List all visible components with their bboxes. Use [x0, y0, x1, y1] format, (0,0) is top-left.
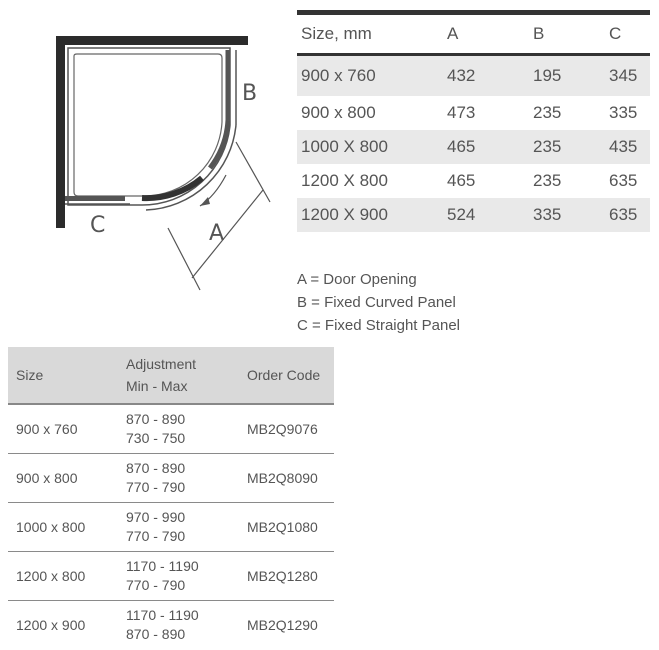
- cell-order-code: MB2Q1290: [247, 617, 318, 633]
- cell-adjustment: 870 - 890 730 - 750: [118, 404, 239, 454]
- label-b: B: [242, 81, 257, 106]
- adjustment-range-2: 870 - 890: [126, 626, 186, 642]
- table-row: 1200 X 900 524 335 635: [297, 198, 650, 232]
- cell-a: 465: [447, 137, 476, 156]
- header-order-code: Order Code: [239, 347, 334, 405]
- shower-tray-outline: [67, 47, 231, 206]
- cell-size: 1200 X 900: [301, 205, 388, 224]
- cell-size: 1000 x 800: [8, 502, 118, 552]
- shower-tray-inner: [73, 53, 223, 197]
- dimensions-header-row: Size, mm A B C: [297, 10, 650, 56]
- table-row: 1200 X 800 465 235 635: [297, 164, 650, 198]
- dimensions-table: Size, mm A B C 900 x 760 432 195 345 900…: [297, 10, 650, 232]
- cell-order-code: MB2Q1080: [239, 502, 334, 552]
- header-a: A: [443, 10, 529, 56]
- cell-size: 900 x 800: [8, 453, 118, 503]
- cell-c: 335: [609, 103, 638, 122]
- table-row: 1200 x 800 1170 - 1190 770 - 790 MB2Q128…: [8, 551, 334, 601]
- cell-a: 432: [447, 66, 476, 85]
- cell-b: 235: [533, 137, 562, 156]
- legend-item-door-opening: A = Door Opening: [297, 271, 417, 288]
- cell-c: 435: [609, 137, 638, 156]
- cell-size: 1200 x 800: [8, 551, 118, 601]
- header-b: B: [529, 10, 605, 56]
- shower-enclosure-diagram: A B C: [56, 36, 271, 291]
- cell-size: 900 x 760: [8, 404, 118, 454]
- cell-a: 465: [447, 171, 476, 190]
- order-header-row: Size Adjustment Min - Max Order Code: [8, 347, 334, 405]
- cell-b: 335: [533, 205, 562, 224]
- cell-adjustment: 1170 - 1190 770 - 790: [118, 551, 239, 601]
- adjustment-range-1: 870 - 890: [126, 411, 186, 427]
- header-c: C: [605, 10, 650, 56]
- left-wall: [56, 36, 65, 228]
- adjustment-range-1: 1170 - 1190: [126, 558, 199, 574]
- cell-size: 1000 X 800: [301, 137, 388, 156]
- cell-adjustment: 970 - 990 770 - 790: [118, 502, 239, 552]
- cell-b: 235: [533, 103, 562, 122]
- cell-size: 900 x 760: [301, 66, 376, 85]
- header-size: Size, mm: [297, 10, 443, 56]
- label-c: C: [90, 213, 105, 238]
- adjustment-range-1: 870 - 890: [126, 460, 186, 476]
- adjustment-range-1: 970 - 990: [126, 509, 186, 525]
- table-row: 900 x 760 870 - 890 730 - 750 MB2Q9076: [8, 404, 334, 454]
- adjustment-range-2: 770 - 790: [126, 577, 186, 593]
- table-row: 1200 x 900 1170 - 1190 870 - 890 MB2Q129…: [8, 601, 334, 650]
- cell-size: 1200 x 900: [16, 617, 86, 633]
- table-row: 900 x 760 432 195 345: [297, 54, 650, 96]
- cell-adjustment: 870 - 890 770 - 790: [118, 453, 239, 503]
- table-row: 900 x 800 870 - 890 770 - 790 MB2Q8090: [8, 453, 334, 503]
- cell-c: 345: [609, 66, 638, 85]
- adjustment-range-2: 770 - 790: [126, 528, 186, 544]
- header-adjustment-line2: Min - Max: [126, 378, 188, 394]
- legend-item-fixed-curved-panel: B = Fixed Curved Panel: [297, 294, 456, 311]
- cell-order-code: MB2Q1280: [239, 551, 334, 601]
- cell-size: 1200 X 800: [301, 171, 388, 190]
- table-row: 1000 X 800 465 235 435: [297, 130, 650, 164]
- header-adjustment-line1: Adjustment: [126, 356, 197, 372]
- adjustment-range-2: 770 - 790: [126, 479, 186, 495]
- table-row: 1000 x 800 970 - 990 770 - 790 MB2Q1080: [8, 502, 334, 552]
- door-panel: [141, 175, 204, 202]
- order-codes-table: Size Adjustment Min - Max Order Code 900…: [8, 347, 334, 649]
- cell-c: 635: [609, 171, 638, 190]
- fixed-curved-panel-arc: [207, 119, 231, 170]
- cell-a: 473: [447, 103, 476, 122]
- label-a: A: [209, 221, 224, 246]
- adjustment-range-2: 730 - 750: [126, 430, 186, 446]
- cell-order-code: MB2Q8090: [239, 453, 334, 503]
- header-size: Size: [8, 347, 118, 405]
- cell-a: 524: [447, 205, 476, 224]
- legend: A = Door Opening B = Fixed Curved Panel …: [297, 268, 460, 337]
- header-adjustment: Adjustment Min - Max: [118, 347, 239, 405]
- cell-order-code: MB2Q9076: [239, 404, 334, 454]
- legend-item-fixed-straight-panel: C = Fixed Straight Panel: [297, 317, 461, 334]
- top-wall: [56, 36, 248, 45]
- cell-b: 235: [533, 171, 562, 190]
- cell-c: 635: [609, 205, 638, 224]
- adjustment-range-1: 1170 - 1190: [126, 607, 199, 623]
- cell-adjustment: 1170 - 1190 870 - 890: [118, 601, 239, 650]
- table-row: 900 x 800 473 235 335: [297, 96, 650, 130]
- cell-size: 900 x 800: [301, 103, 376, 122]
- cell-b: 195: [533, 66, 562, 85]
- fixed-straight-panel: [65, 196, 125, 201]
